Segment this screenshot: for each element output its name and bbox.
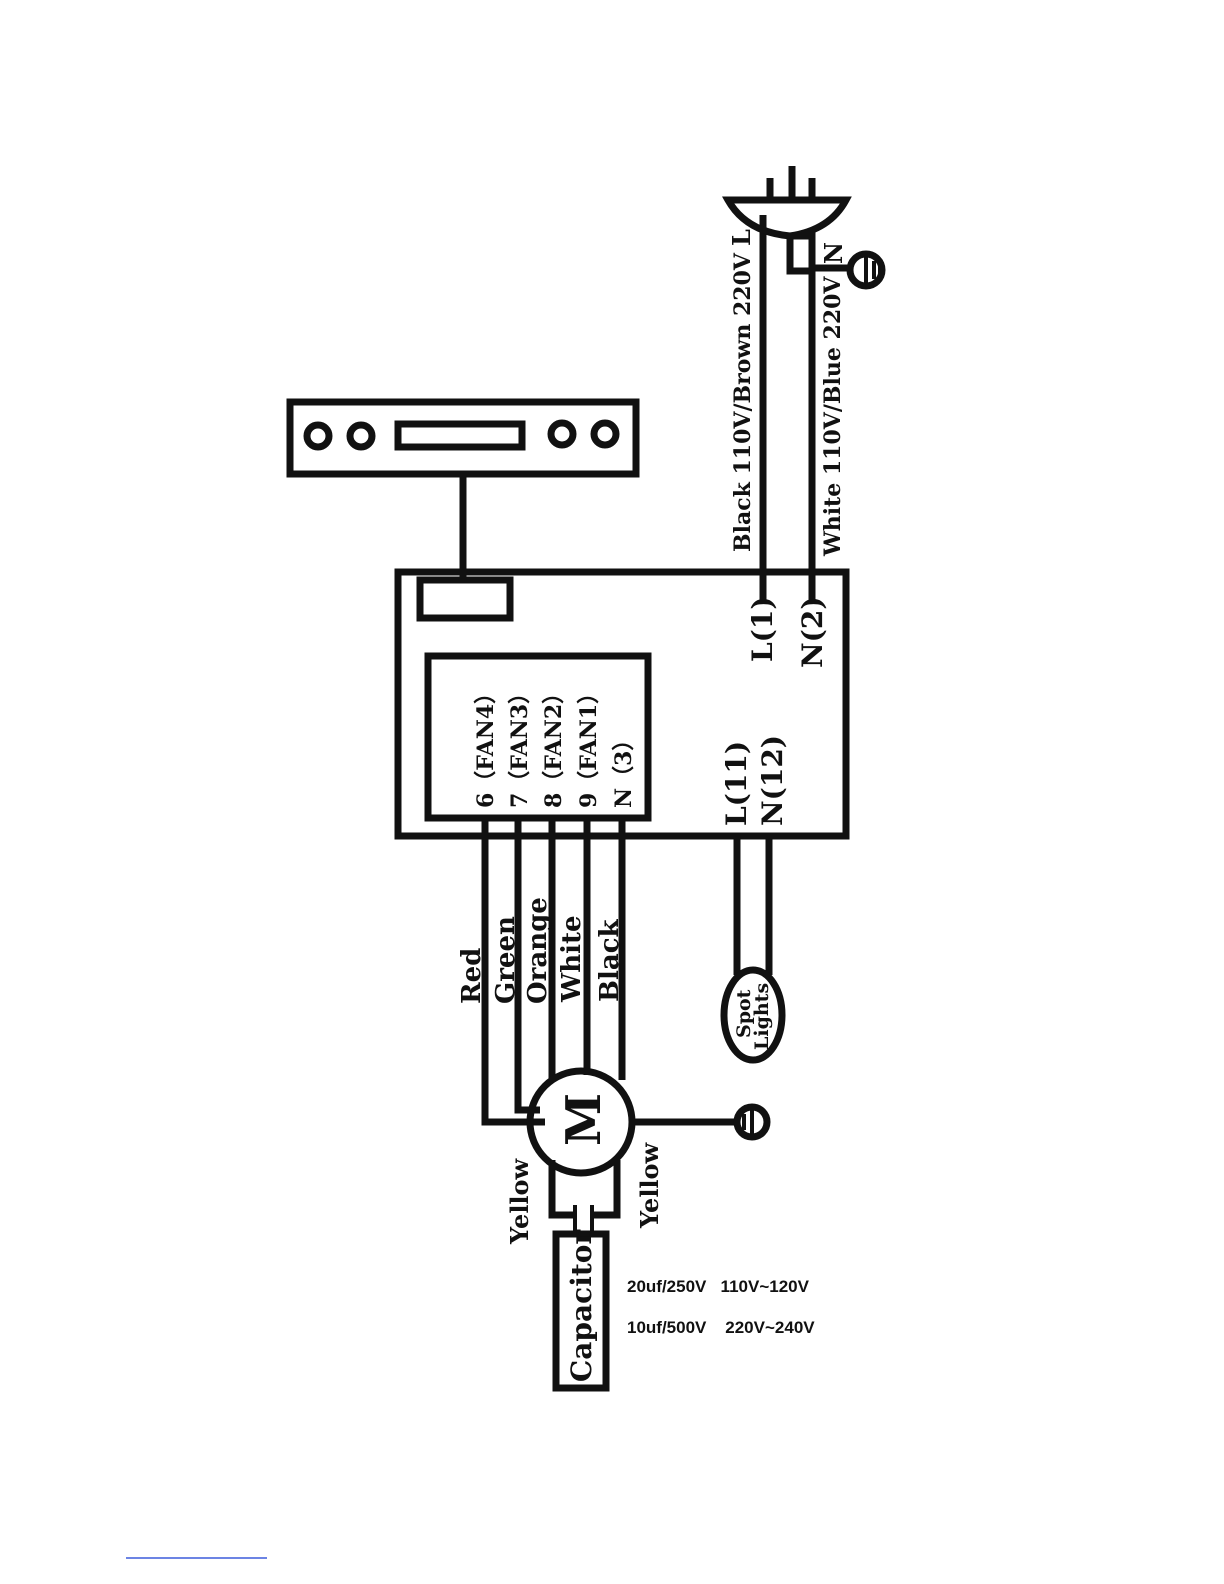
control-button-1 <box>307 425 329 447</box>
control-button-2 <box>350 425 372 447</box>
fan-terminal-label: 7（FAN3） <box>507 682 533 808</box>
plug-line-label: L <box>727 229 756 246</box>
fan-terminal-label: 9（FAN1） <box>576 682 602 808</box>
panel-connector <box>420 580 510 618</box>
plug-neutral-label: N <box>819 242 848 264</box>
control-display <box>398 424 522 447</box>
wire-color-label: Red <box>457 948 487 1004</box>
fan-terminal-label: N（3） <box>611 729 637 808</box>
motor-ground-icon <box>737 1107 767 1137</box>
motor-lead-left-label: Yellow <box>505 1157 534 1245</box>
capacitor-spec-2: 10uf/500V 220V~240V <box>627 1318 815 1337</box>
control-button-3 <box>551 423 573 445</box>
terminal-L11-label: L(11) <box>720 741 753 826</box>
line-wire-label: Black 110V/Brown 220V <box>730 252 756 552</box>
terminal-L1-label: L(1) <box>746 596 779 662</box>
control-panel <box>290 402 636 474</box>
wire-color-label: Green <box>491 916 521 1004</box>
motor-symbol: M <box>556 1093 612 1146</box>
spot-lights-label-2: Lights <box>751 983 773 1050</box>
neutral-wire-label: White 110V/Blue 220V <box>820 276 846 557</box>
control-button-4 <box>594 423 616 445</box>
fan-terminal-label: 6（FAN4） <box>473 682 499 808</box>
wire-color-label: White <box>557 915 587 1003</box>
motor-lead-right-label: Yellow <box>635 1141 664 1229</box>
wire-color-label: Orange <box>523 897 553 1004</box>
wire-color-label: Black <box>595 918 625 1002</box>
fan-terminal-label: 8（FAN2） <box>541 682 567 808</box>
capacitor-spec-1: 20uf/250V 110V~120V <box>627 1277 810 1296</box>
supply-ground-icon <box>850 254 882 286</box>
terminal-N12-label: N(12) <box>756 735 789 826</box>
capacitor-label: Capacitor <box>565 1229 598 1382</box>
terminal-N2-label: N(2) <box>796 596 829 668</box>
